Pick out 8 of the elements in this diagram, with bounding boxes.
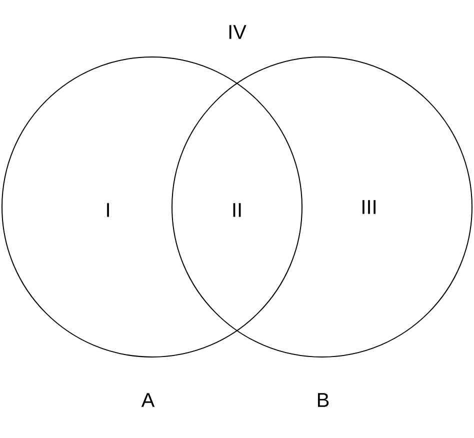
region-label: IV bbox=[229, 25, 246, 39]
set-label: B bbox=[318, 393, 329, 407]
set-label: A bbox=[141, 393, 155, 407]
region-label: III bbox=[362, 200, 376, 214]
set-circle bbox=[2, 56, 302, 358]
region-label: II bbox=[233, 203, 241, 217]
region-label: I bbox=[107, 203, 109, 217]
set-circle bbox=[172, 56, 472, 358]
